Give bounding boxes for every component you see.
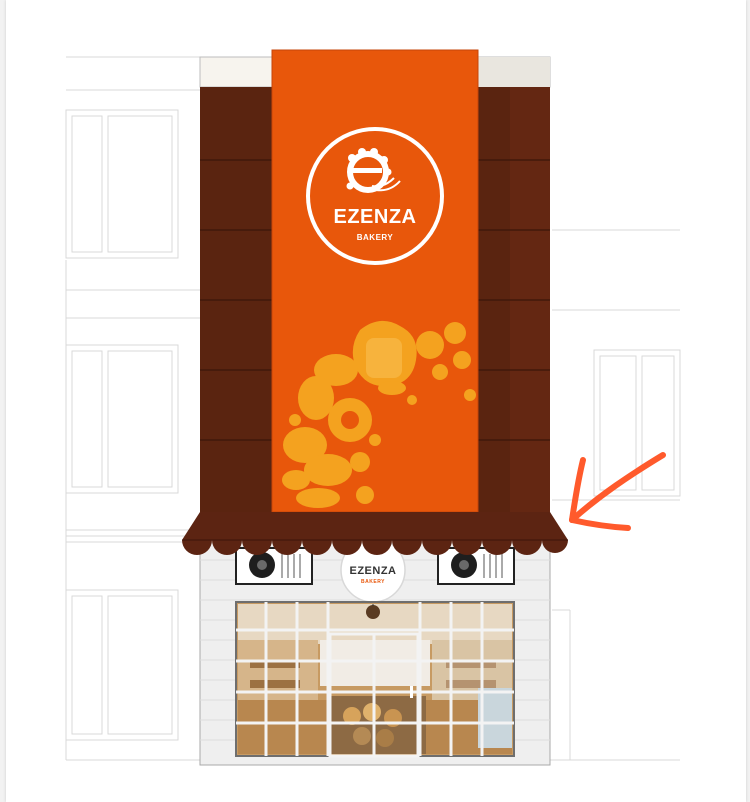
storefront-brand-tagline: BAKERY: [361, 579, 385, 585]
shop-window: [235, 601, 515, 758]
ventilation-fan-left: [235, 547, 313, 585]
scalloped-awning: [182, 512, 568, 555]
bread-e-logo-icon: [346, 148, 401, 193]
banner-logo-ring: [306, 127, 444, 265]
pastry-pattern: [282, 320, 476, 508]
shop-door: [328, 632, 420, 758]
vertical-banner: EZENZA BAKERY: [271, 49, 479, 513]
banner-brand-tagline: BAKERY: [357, 233, 394, 242]
window-mullions: [236, 602, 514, 756]
door-handle: [410, 686, 413, 698]
annotation-arrow-icon: [569, 452, 666, 531]
banner-brand-name: EZENZA: [334, 206, 417, 228]
background-buildings: [65, 56, 681, 761]
storefront-brand-name: EZENZA: [350, 565, 397, 577]
